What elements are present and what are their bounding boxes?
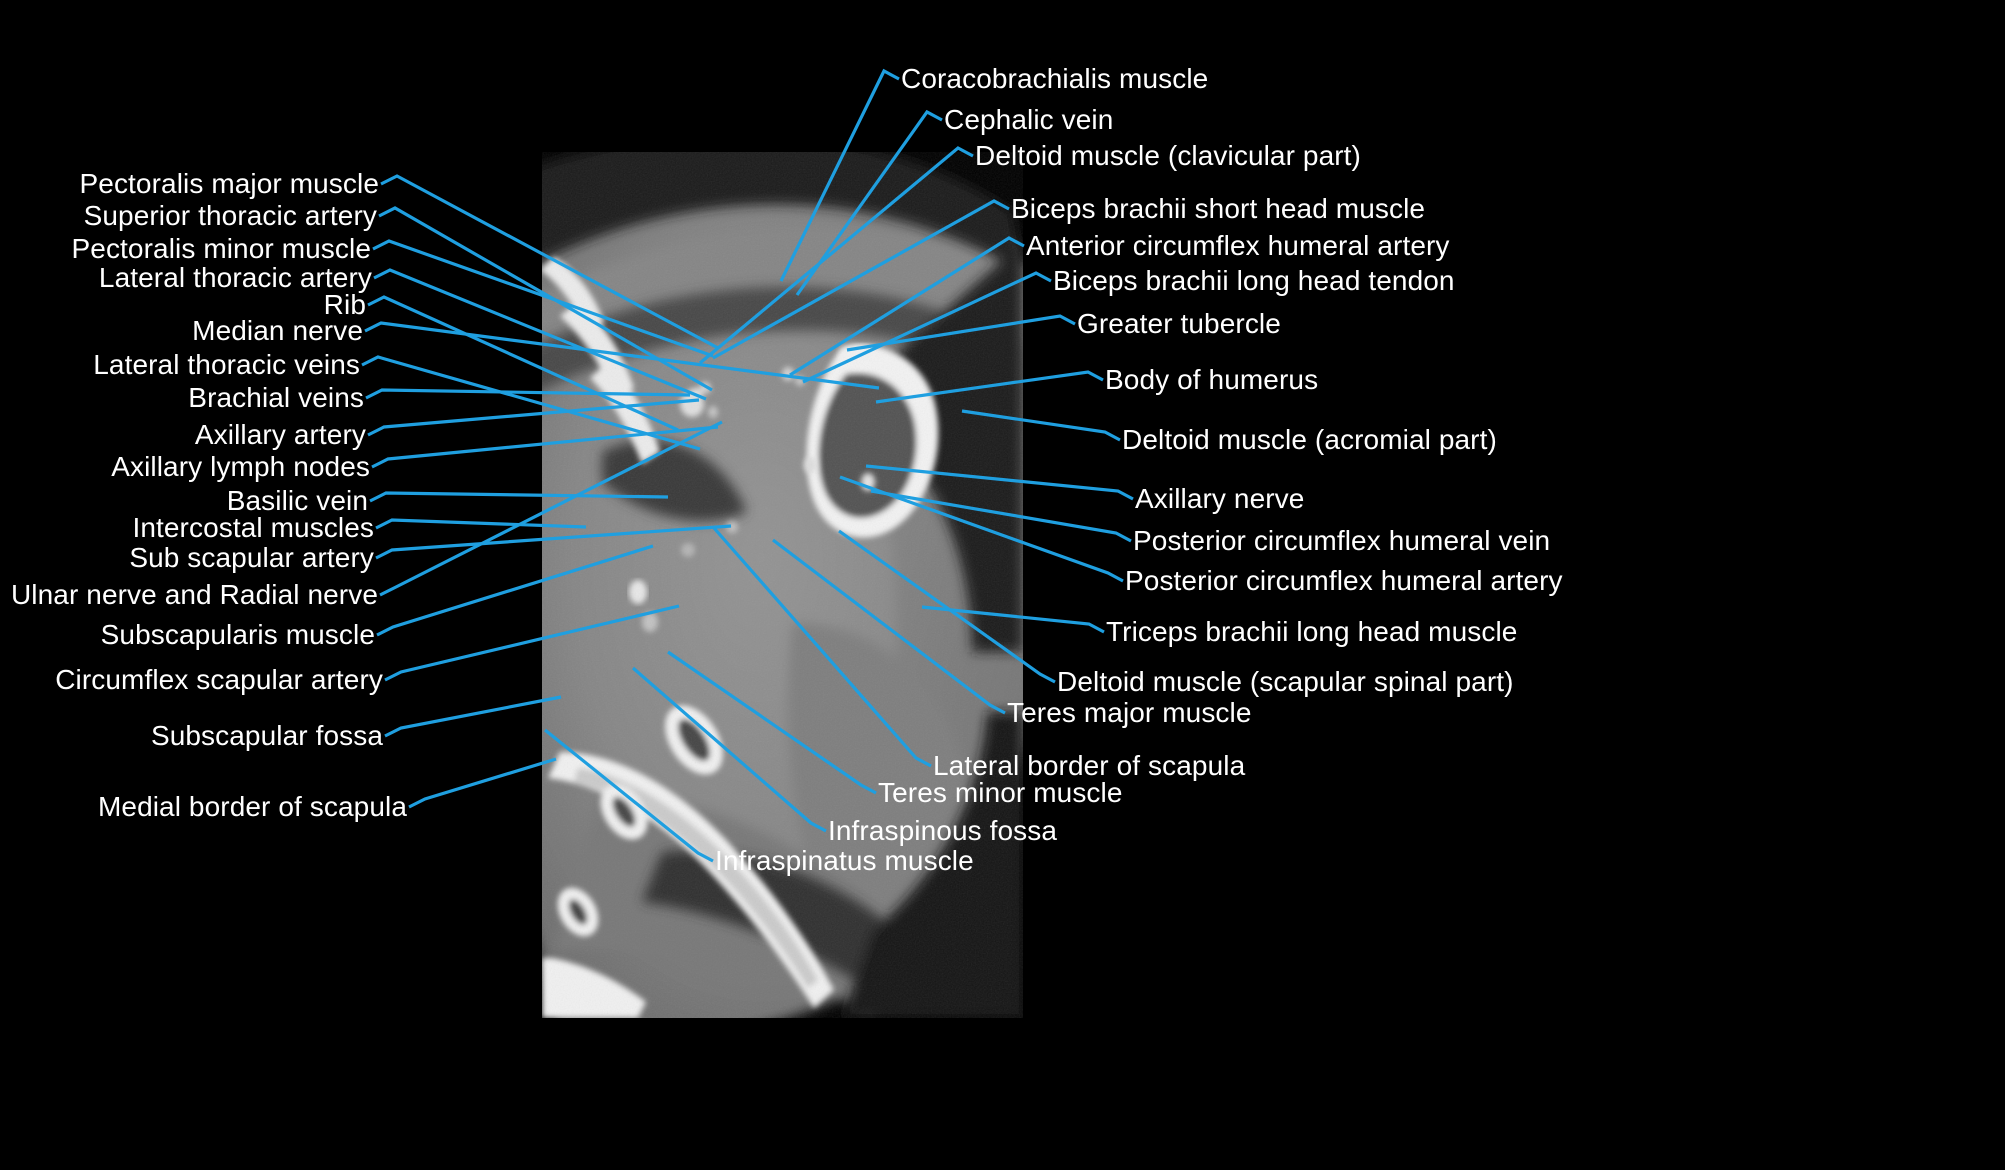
label-pectoralis-minor-muscle: Pectoralis minor muscle	[71, 233, 371, 264]
leader-subscapular-fossa	[384, 695, 562, 738]
label-infraspinous-fossa: Infraspinous fossa	[828, 815, 1058, 846]
label-lateral-thoracic-artery: Lateral thoracic artery	[98, 262, 372, 293]
label-posterior-circumflex-humeral-artery: Posterior circumflex humeral artery	[1125, 565, 1563, 596]
label-circumflex-scapular-artery: Circumflex scapular artery	[55, 664, 383, 695]
label-deltoid-muscle-scapular-spinal-part: Deltoid muscle (scapular spinal part)	[1057, 666, 1514, 697]
label-body-of-humerus: Body of humerus	[1105, 364, 1319, 395]
label-lateral-thoracic-veins: Lateral thoracic veins	[93, 349, 360, 380]
label-biceps-brachii-short-head-muscle: Biceps brachii short head muscle	[1011, 193, 1426, 224]
label-subscapular-fossa: Subscapular fossa	[150, 720, 383, 751]
label-infraspinatus-muscle: Infraspinatus muscle	[715, 845, 974, 876]
label-coracobrachialis-muscle: Coracobrachialis muscle	[901, 63, 1209, 94]
label-superior-thoracic-artery: Superior thoracic artery	[83, 200, 377, 231]
label-teres-minor-muscle: Teres minor muscle	[878, 777, 1123, 808]
label-biceps-brachii-long-head-tendon: Biceps brachii long head tendon	[1053, 265, 1455, 296]
label-intercostal-muscles: Intercostal muscles	[132, 512, 374, 543]
label-greater-tubercle: Greater tubercle	[1077, 308, 1281, 339]
label-axillary-artery: Axillary artery	[194, 419, 366, 450]
label-anterior-circumflex-humeral-artery: Anterior circumflex humeral artery	[1026, 230, 1450, 261]
label-rib: Rib	[323, 289, 366, 320]
label-ulnar-nerve-and-radial-nerve: Ulnar nerve and Radial nerve	[10, 579, 378, 610]
label-axillary-lymph-nodes: Axillary lymph nodes	[111, 451, 370, 482]
label-lateral-border-of-scapula: Lateral border of scapula	[933, 750, 1246, 781]
label-subscapularis-muscle: Subscapularis muscle	[100, 619, 375, 650]
label-deltoid-muscle-acromial-part: Deltoid muscle (acromial part)	[1122, 424, 1497, 455]
label-teres-major-muscle: Teres major muscle	[1007, 697, 1252, 728]
label-cephalic-vein: Cephalic vein	[944, 104, 1114, 135]
label-deltoid-muscle-clavicular-part: Deltoid muscle (clavicular part)	[975, 140, 1361, 171]
label-brachial-veins: Brachial veins	[188, 382, 364, 413]
label-axillary-nerve: Axillary nerve	[1135, 483, 1305, 514]
label-sub-scapular-artery: Sub scapular artery	[129, 542, 374, 573]
leader-medial-border-of-scapula	[408, 757, 557, 809]
ct-scan-image	[542, 152, 1023, 1018]
label-medial-border-of-scapula: Medial border of scapula	[97, 791, 407, 822]
label-triceps-brachii-long-head-muscle: Triceps brachii long head muscle	[1106, 616, 1518, 647]
label-basilic-vein: Basilic vein	[226, 485, 368, 516]
label-pectoralis-major-muscle: Pectoralis major muscle	[79, 168, 379, 199]
label-median-nerve: Median nerve	[192, 315, 363, 346]
label-posterior-circumflex-humeral-vein: Posterior circumflex humeral vein	[1133, 525, 1551, 556]
